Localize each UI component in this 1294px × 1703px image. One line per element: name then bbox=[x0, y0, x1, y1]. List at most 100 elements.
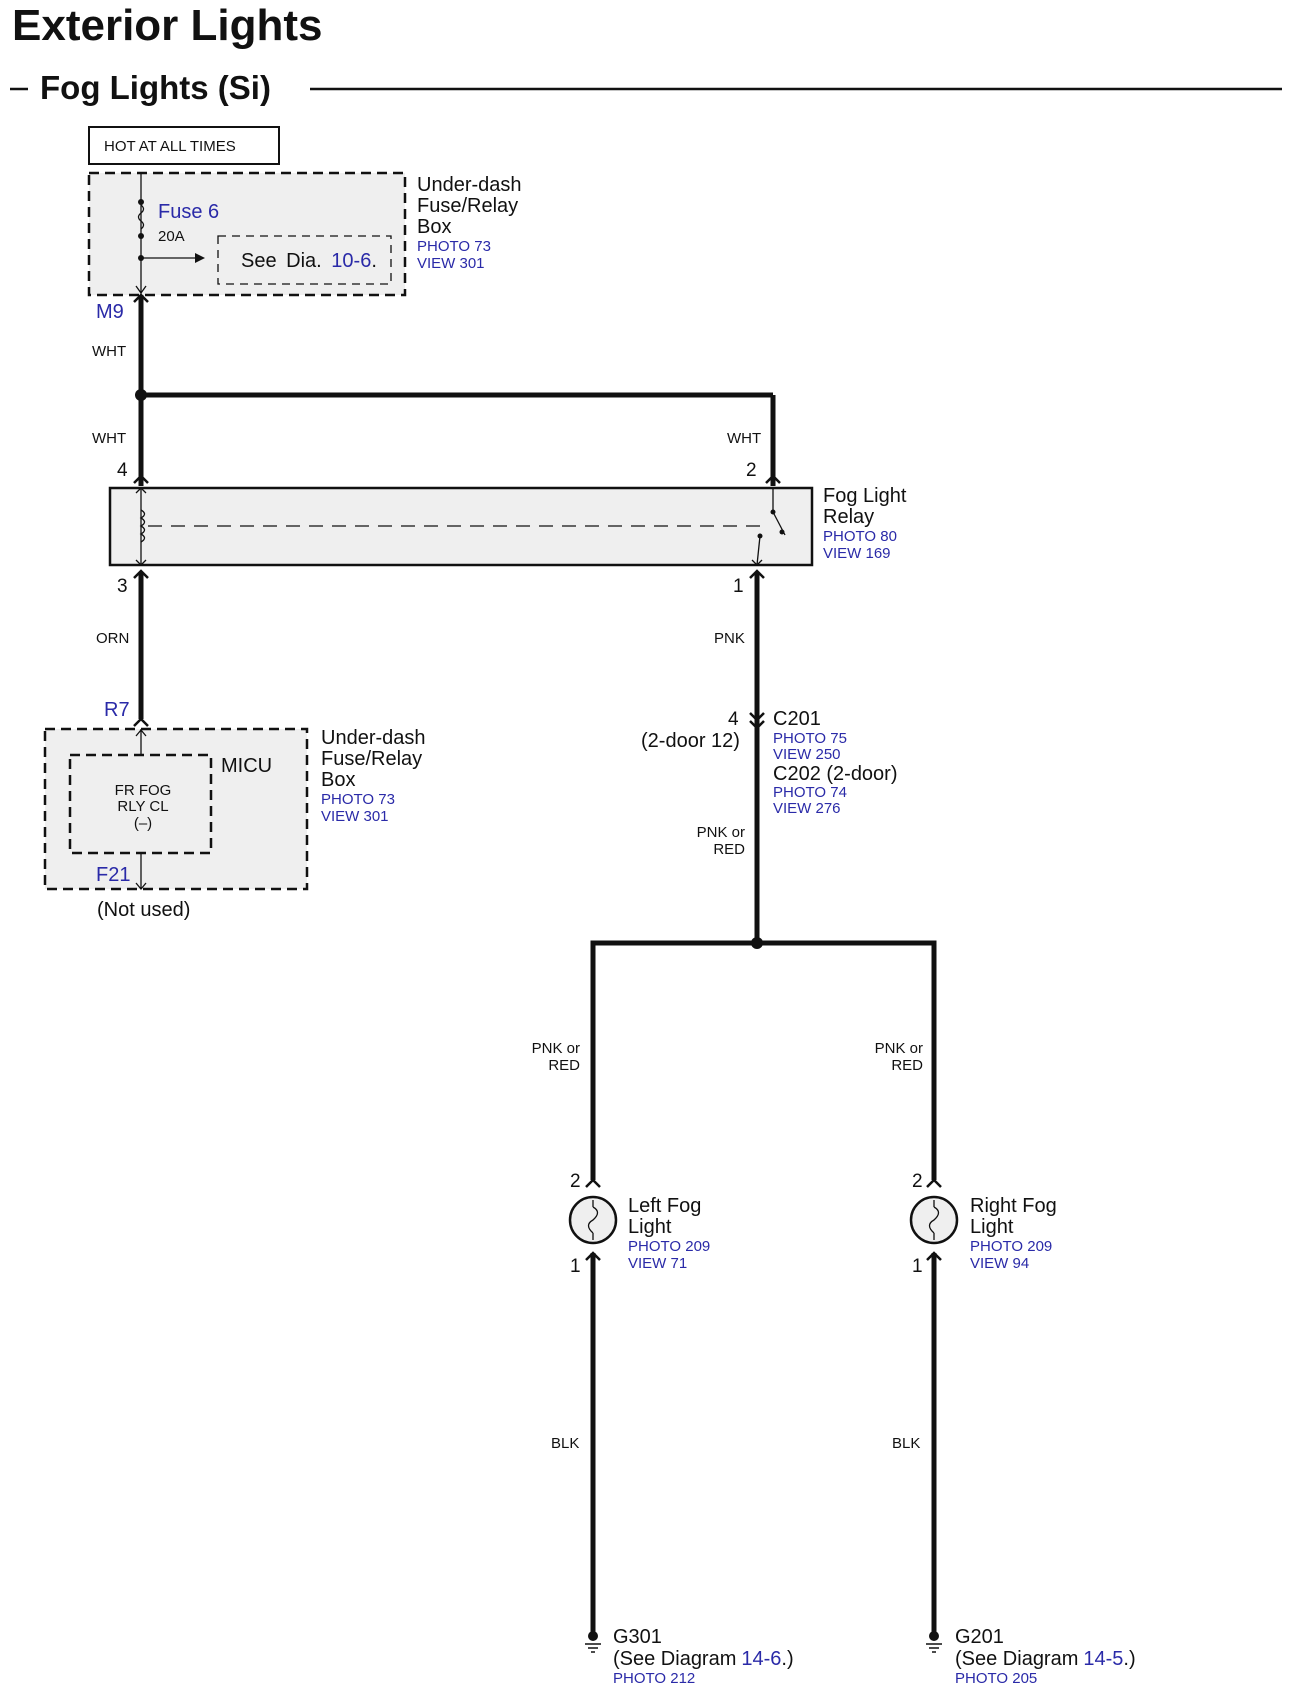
connector-c201-bottom bbox=[749, 720, 765, 730]
terminal-r7: R7 bbox=[104, 699, 130, 721]
connector-pin-2 bbox=[765, 474, 781, 484]
fuse-node-top bbox=[138, 199, 144, 205]
ground-g201: G201 bbox=[955, 1626, 1004, 1648]
relay-pin-3: 3 bbox=[117, 576, 128, 597]
left-fog-pin-1: 1 bbox=[570, 1256, 581, 1277]
underdash-box-view[interactable]: VIEW 301 bbox=[417, 255, 485, 272]
wire-pnk-red-split bbox=[590, 940, 937, 1180]
see-dia-text[interactable]: See Dia. 10-6. bbox=[241, 250, 377, 272]
hot-at-all-times-box bbox=[88, 126, 280, 165]
underdash-box-name-1: Under-dash bbox=[417, 174, 522, 196]
connector-pin-3 bbox=[133, 569, 149, 579]
wire-label-pnk-red-a-1: PNK or bbox=[532, 1040, 580, 1057]
micu-not-used: (Not used) bbox=[97, 899, 190, 921]
micu-box-name-3: Box bbox=[321, 769, 355, 791]
relay-photo[interactable]: PHOTO 80 bbox=[823, 528, 897, 545]
fuse-symbol bbox=[137, 204, 145, 230]
fuse-name: Fuse 6 bbox=[158, 201, 219, 223]
connector-pin-4 bbox=[133, 474, 149, 484]
ground-g301: G301 bbox=[613, 1626, 662, 1648]
wire-label-orn: ORN bbox=[96, 630, 129, 647]
micu-underdash-box bbox=[43, 727, 309, 891]
c202-photo[interactable]: PHOTO 74 bbox=[773, 784, 847, 801]
connector-m9 bbox=[133, 293, 149, 303]
wire-label-wht-3: WHT bbox=[727, 430, 761, 447]
relay-pin-2: 2 bbox=[746, 460, 757, 481]
ground-g201-photo[interactable]: PHOTO 205 bbox=[955, 1670, 1037, 1687]
underdash-box-name-3: Box bbox=[417, 216, 451, 238]
micu-box-view[interactable]: VIEW 301 bbox=[321, 808, 389, 825]
ground-g301-photo[interactable]: PHOTO 212 bbox=[613, 1670, 695, 1687]
underdash-box-photo[interactable]: PHOTO 73 bbox=[417, 238, 491, 255]
right-fog-name-1: Right Fog bbox=[970, 1195, 1057, 1217]
wire-label-pnk: PNK bbox=[714, 630, 745, 647]
left-fog-photo[interactable]: PHOTO 209 bbox=[628, 1238, 710, 1255]
ground-g301-icon bbox=[585, 1631, 601, 1653]
relay-view[interactable]: VIEW 169 bbox=[823, 545, 891, 562]
wire-label-pnk-red-b-1: PNK or bbox=[875, 1040, 923, 1057]
relay-coil bbox=[139, 509, 146, 543]
terminal-m9: M9 bbox=[96, 301, 124, 323]
underdash-fuse-box bbox=[87, 171, 407, 297]
right-fog-connector-top bbox=[926, 1178, 942, 1188]
left-fog-filament bbox=[587, 1200, 599, 1240]
micu-name: MICU bbox=[221, 755, 272, 777]
micu-box-photo[interactable]: PHOTO 73 bbox=[321, 791, 395, 808]
relay-name-1: Fog Light bbox=[823, 485, 907, 507]
right-fog-view[interactable]: VIEW 94 bbox=[970, 1255, 1029, 1272]
left-fog-view[interactable]: VIEW 71 bbox=[628, 1255, 687, 1272]
relay-pin-1: 1 bbox=[733, 576, 744, 597]
c201-pin: 4 bbox=[728, 709, 739, 730]
left-fog-connector-top bbox=[585, 1178, 601, 1188]
right-fog-name-2: Light bbox=[970, 1216, 1014, 1238]
c202-name: C202 (2-door) bbox=[773, 763, 898, 785]
relay-contact-arm bbox=[779, 529, 785, 535]
wire-label-pnk-red-b-2: RED bbox=[891, 1057, 923, 1074]
micu-in-arrow bbox=[135, 728, 147, 737]
wire-label-pnk-red-c-1: PNK or bbox=[697, 824, 745, 841]
relay-coil-arrow-top bbox=[135, 487, 147, 494]
connector-pin-1 bbox=[749, 569, 765, 579]
micu-inner-2: RLY CL bbox=[117, 798, 168, 815]
page-title: Exterior Lights bbox=[12, 1, 323, 50]
micu-inner-1: FR FOG bbox=[115, 782, 172, 799]
micu-out-arrow bbox=[135, 882, 147, 891]
wire-label-wht-2: WHT bbox=[92, 430, 126, 447]
fuse-node-mid bbox=[138, 233, 144, 239]
terminal-f21: F21 bbox=[96, 864, 130, 886]
page-subtitle: Fog Lights (Si) bbox=[40, 69, 271, 106]
c201-view[interactable]: VIEW 250 bbox=[773, 746, 841, 763]
c201-name: C201 bbox=[773, 708, 821, 730]
relay-switch-bottom bbox=[756, 535, 761, 566]
left-fog-pin-2: 2 bbox=[570, 1171, 581, 1192]
wire-label-pnk-red-c-2: RED bbox=[713, 841, 745, 858]
see-dia-box bbox=[217, 235, 392, 285]
right-fog-photo[interactable]: PHOTO 209 bbox=[970, 1238, 1052, 1255]
micu-inner-3: (–) bbox=[134, 815, 152, 832]
wire-label-wht-1: WHT bbox=[92, 343, 126, 360]
wire-label-pnk-red-a-2: RED bbox=[548, 1057, 580, 1074]
right-fog-pin-1: 1 bbox=[912, 1256, 923, 1277]
relay-switch-arrow bbox=[751, 559, 763, 566]
connector-r7 bbox=[133, 717, 149, 727]
c201-photo[interactable]: PHOTO 75 bbox=[773, 730, 847, 747]
ground-g201-icon bbox=[926, 1631, 942, 1653]
hot-at-all-times-label: HOT AT ALL TIMES bbox=[104, 138, 236, 155]
c201-pin-alt: (2-door 12) bbox=[641, 730, 740, 752]
right-fog-filament bbox=[928, 1200, 940, 1240]
wire-label-blk-right: BLK bbox=[892, 1435, 920, 1452]
fuse-branch-arrow bbox=[195, 253, 205, 263]
left-fog-name-1: Left Fog bbox=[628, 1195, 701, 1217]
c202-view[interactable]: VIEW 276 bbox=[773, 800, 841, 817]
left-fog-name-2: Light bbox=[628, 1216, 672, 1238]
fuse-out-arrow bbox=[135, 285, 147, 295]
right-fog-pin-2: 2 bbox=[912, 1171, 923, 1192]
connector-c201-top bbox=[749, 712, 765, 722]
relay-coil-arrow-bottom bbox=[135, 559, 147, 566]
relay-pin-4: 4 bbox=[117, 460, 128, 481]
wire-label-blk-left: BLK bbox=[551, 1435, 579, 1452]
micu-box-name-1: Under-dash bbox=[321, 727, 426, 749]
